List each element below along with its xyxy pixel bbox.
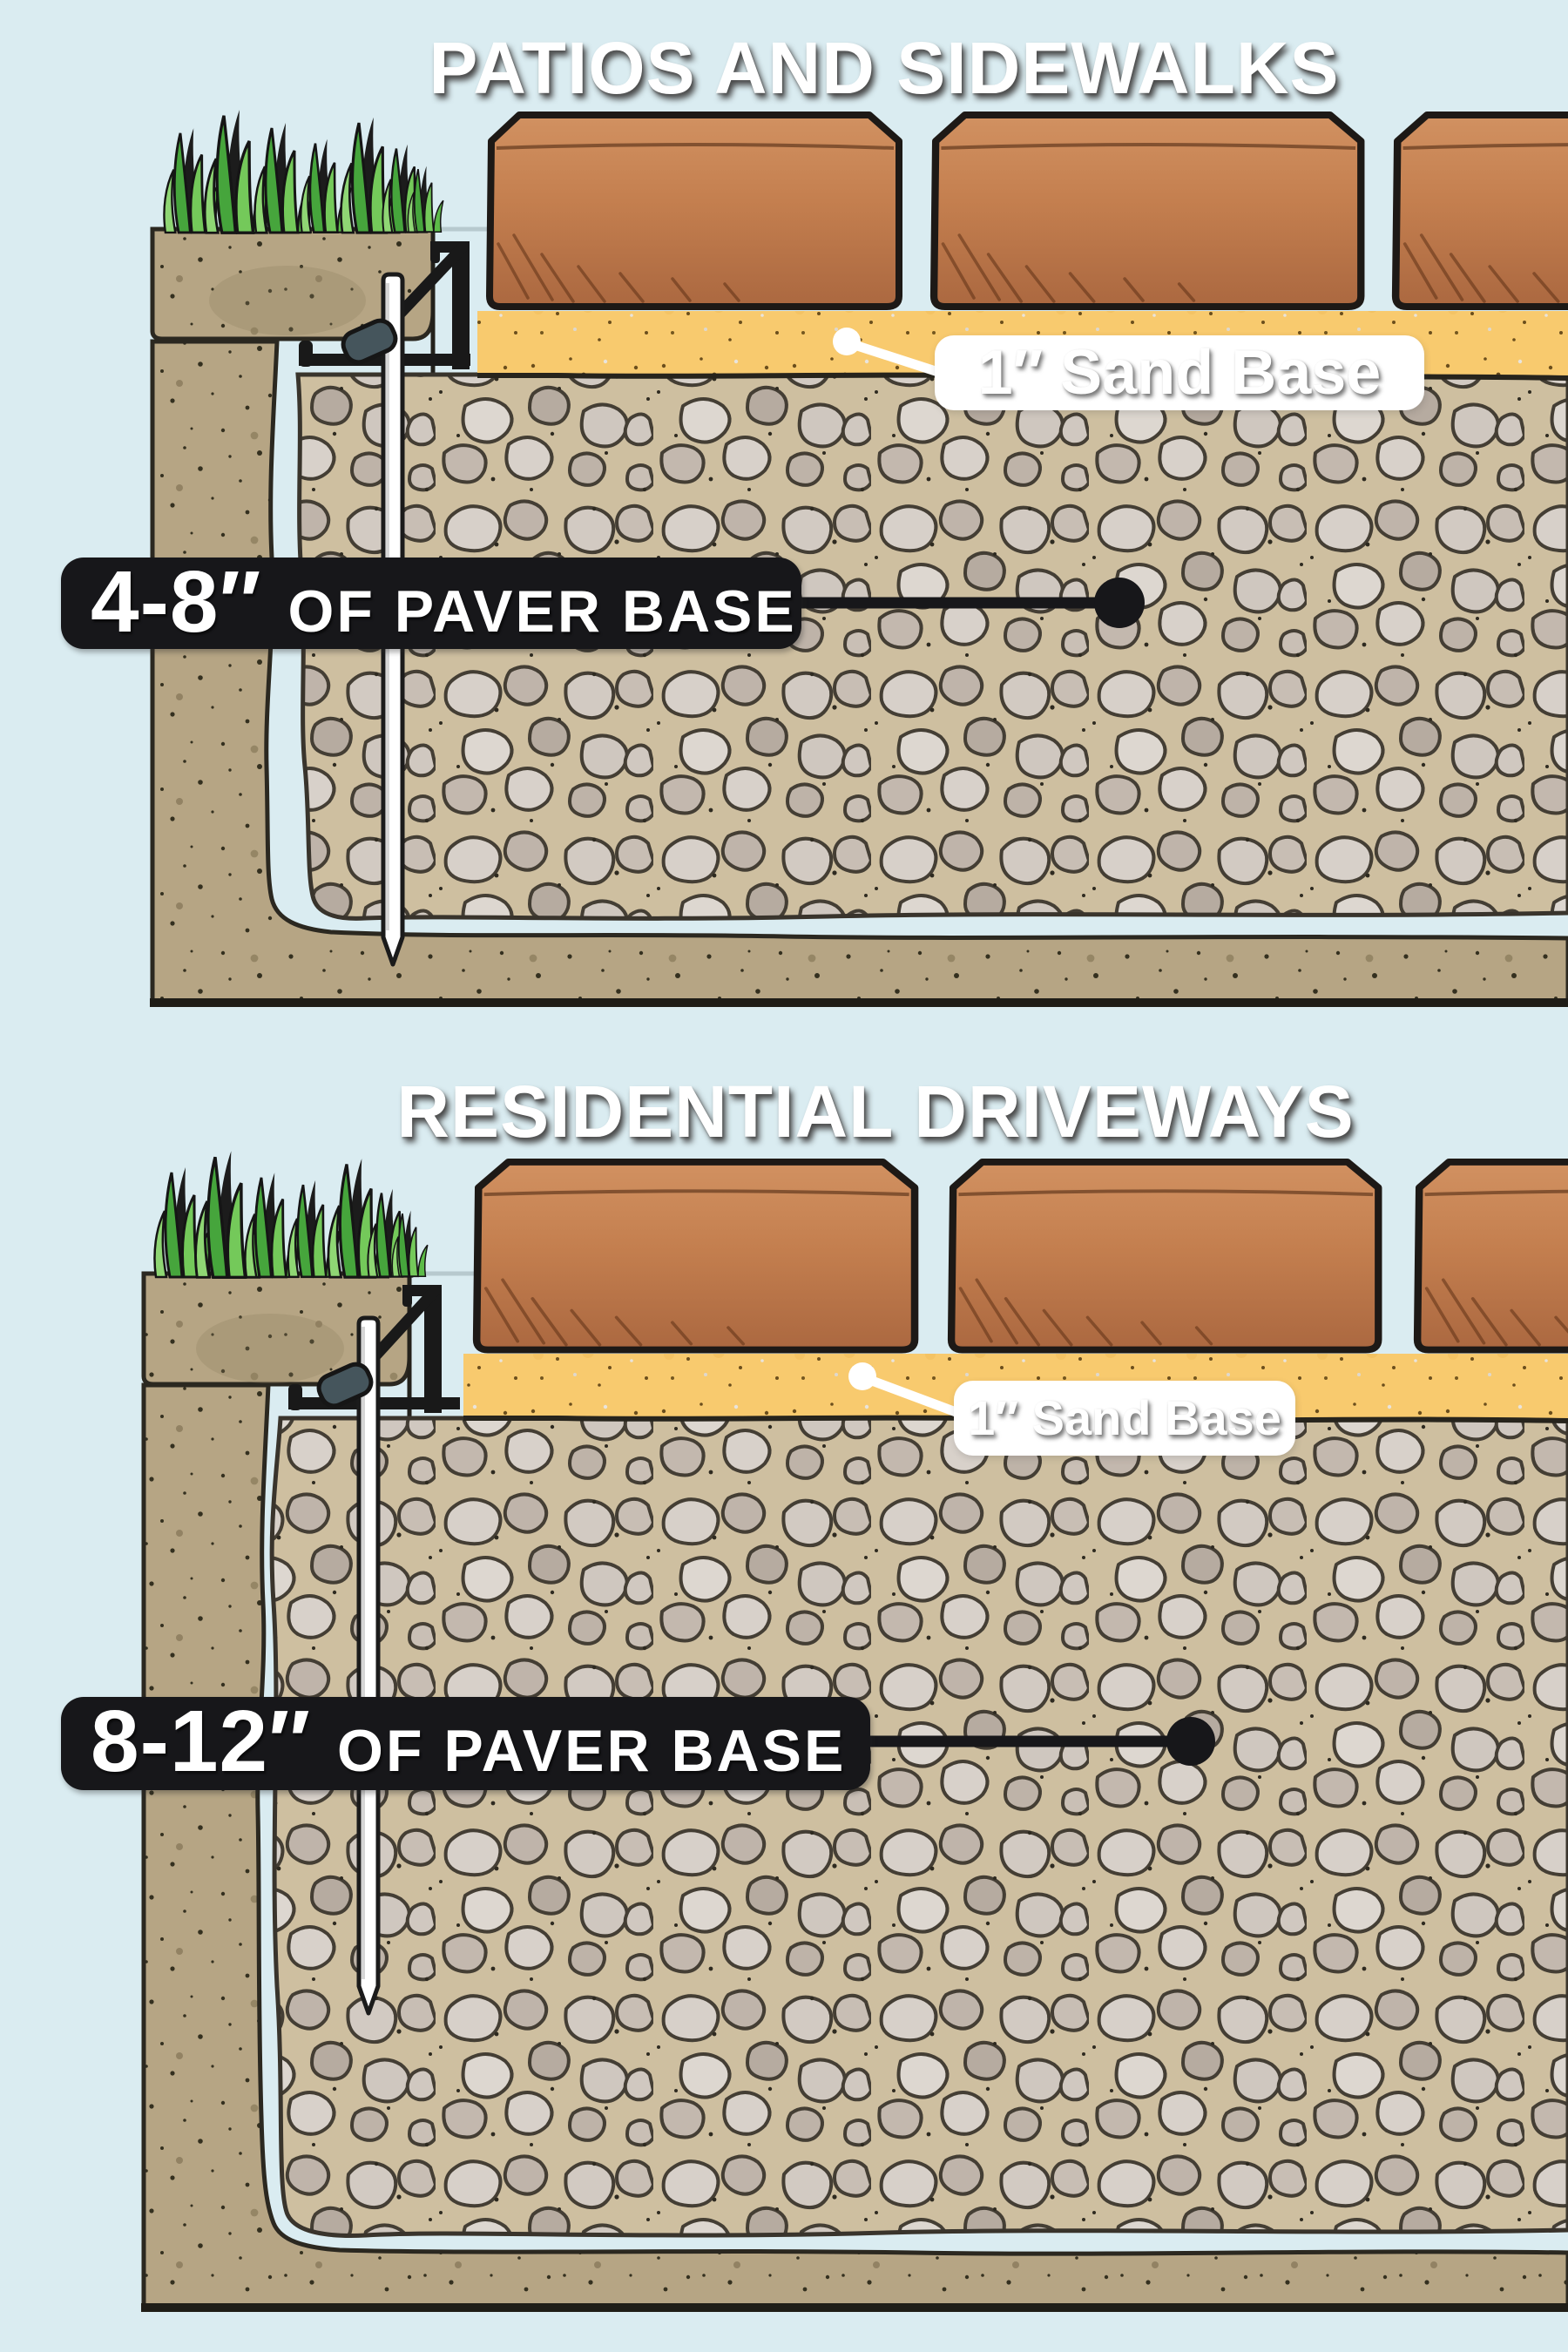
paver-base-measurement: 8-12″ [91,1693,312,1790]
soil-shading [209,266,366,335]
sand-base-label: 1″ Sand Base [954,1381,1295,1456]
grass [163,108,444,234]
paver-base-callout-dot [1094,578,1145,628]
edging-spike [356,1315,381,2016]
edging-clamp [316,1362,374,1409]
section-title-patios: PATIOS AND SIDEWALKS [429,27,1340,109]
paver-block [476,1162,915,1350]
paver-base-depth-label: 4-8″ OF PAVER BASE [61,558,801,649]
pavers [476,1162,1568,1350]
gravel-paver-base [269,1416,1568,2238]
paver-block [490,115,899,307]
sand-callout-dot [833,328,861,355]
sand-callout-dot [848,1362,876,1390]
diagram-residential-driveways [141,1149,1568,2312]
sand-callout-line [844,338,946,378]
paver-block [934,115,1361,307]
paver-base-text: OF PAVER BASE [337,1718,847,1784]
pavers [490,115,1568,307]
paver-base-callout-dot [1166,1717,1215,1766]
paver-block [951,1162,1378,1350]
soil-shading [196,1314,344,1383]
edging-clamp [341,318,398,365]
paver-block [1396,115,1568,307]
paver-base-measurement: 4-8″ [91,553,262,651]
paver-base-depth-label: 8-12″ OF PAVER BASE [61,1697,870,1790]
native-soil [141,1382,1568,2311]
sand-callout-line [860,1373,963,1418]
paver-block [1417,1162,1568,1350]
section-title-driveways: RESIDENTIAL DRIVEWAYS [396,1071,1355,1152]
grass [152,1149,429,1280]
paver-base-text: OF PAVER BASE [287,578,797,645]
sand-base-label: 1″ Sand Base [935,335,1424,410]
